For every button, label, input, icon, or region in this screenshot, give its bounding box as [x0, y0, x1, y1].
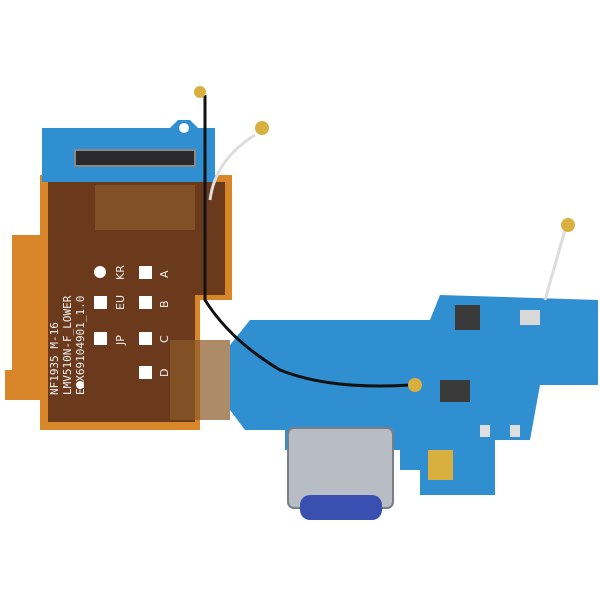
label-d: D [158, 369, 171, 377]
silkscreen-line1: NF1935 M-16 [48, 322, 61, 395]
antenna-connector [561, 218, 575, 232]
flex-mesh [170, 340, 230, 420]
main-board [230, 295, 598, 495]
mount-hole [179, 123, 189, 133]
region-pad [139, 296, 152, 309]
silkscreen-line3: EAX69104901_1.0 [74, 296, 87, 395]
microphone [428, 450, 453, 480]
component [520, 310, 540, 325]
usb-c-opening [300, 495, 382, 520]
antenna-connector [194, 86, 206, 98]
region-pad [139, 266, 152, 279]
label-eu: EU [114, 295, 127, 310]
component [440, 380, 470, 402]
label-b: B [158, 300, 171, 308]
region-pad [139, 366, 152, 379]
label-kr: KR [114, 265, 127, 280]
antenna-cable [543, 229, 567, 301]
antenna-cable [208, 133, 256, 201]
region-pad [139, 332, 152, 345]
label-jp: JP [114, 335, 127, 346]
component [455, 305, 480, 330]
component [510, 425, 520, 437]
antenna-connector [255, 121, 269, 135]
antenna-connector [408, 378, 422, 392]
label-a: A [158, 270, 171, 278]
region-pad [94, 266, 106, 278]
region-pad [94, 332, 107, 345]
label-c: C [158, 335, 171, 343]
silkscreen-line2: LMV510N-F_LOWER [61, 295, 74, 395]
mount-hole [76, 381, 84, 389]
flex-mesh [95, 185, 195, 230]
component [480, 425, 490, 437]
region-pad [94, 296, 107, 309]
board-to-board-connector [74, 149, 196, 167]
antenna-cable [203, 95, 411, 388]
